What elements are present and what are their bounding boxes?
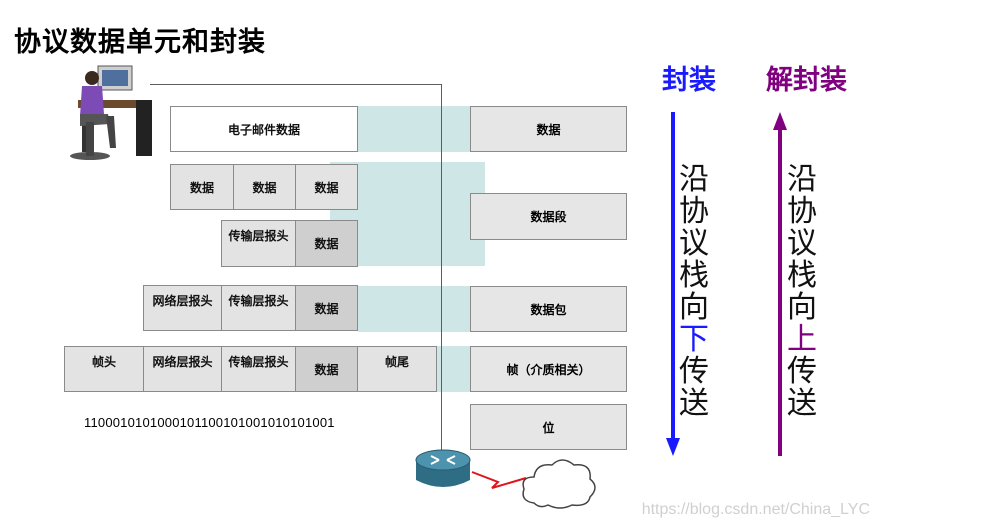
zigzag-link-icon: [471, 471, 527, 489]
decapsulation-vertical-text: 沿协议栈向上传送: [784, 164, 820, 420]
user-computer-icon: [70, 65, 152, 160]
watermark: https://blog.csdn.net/China_LYC: [641, 501, 870, 518]
data-box: 数据: [170, 164, 234, 210]
transport-header-box: 传输层报头: [221, 285, 296, 331]
vertical-char: 沿: [787, 162, 817, 197]
pdu-data-box: 数据: [470, 106, 627, 152]
transport-header-box: 传输层报头: [221, 346, 296, 392]
pdu-segment-box: 数据段: [470, 193, 627, 240]
cloud-icon: [522, 459, 596, 509]
data-box: 数据: [295, 346, 358, 392]
frame-trailer-box: 帧尾: [357, 346, 437, 392]
email-data-box: 电子邮件数据: [170, 106, 358, 152]
vertical-char: 送: [679, 386, 709, 421]
data-box: 数据: [295, 285, 358, 331]
connector-band-data: [358, 106, 470, 152]
encapsulation-vertical-text: 沿协议栈向下传送: [676, 164, 712, 420]
decapsulation-heading: 解封装: [766, 65, 847, 96]
vertical-char: 协: [787, 194, 817, 229]
vertical-char: 向: [679, 290, 709, 325]
network-line-horizontal: [150, 84, 442, 85]
router-icon: [415, 449, 471, 487]
bit-stream: 1100010101000101100101001010101001: [84, 415, 335, 430]
vertical-char: 向: [787, 290, 817, 325]
vertical-char: 协: [679, 194, 709, 229]
encapsulation-heading: 封装: [662, 65, 716, 96]
data-box: 数据: [233, 164, 296, 210]
vertical-char: 栈: [679, 258, 709, 293]
up-arrow-icon: [773, 112, 787, 456]
data-box: 数据: [295, 164, 358, 210]
down-arrow-icon: [666, 112, 680, 456]
vertical-char: 议: [787, 226, 817, 261]
vertical-char: 栈: [787, 258, 817, 293]
transport-header-box: 传输层报头: [221, 220, 296, 267]
pdu-packet-box: 数据包: [470, 286, 627, 332]
frame-header-box: 帧头: [64, 346, 144, 392]
page-title: 协议数据单元和封装: [14, 27, 266, 58]
vertical-char: 传: [679, 354, 709, 389]
connector-band-packet: [358, 286, 470, 332]
network-line-vertical: [441, 84, 442, 464]
network-header-box: 网络层报头: [143, 346, 222, 392]
vertical-char: 送: [787, 386, 817, 421]
vertical-char: 议: [679, 226, 709, 261]
network-header-box: 网络层报头: [143, 285, 222, 331]
vertical-char: 传: [787, 354, 817, 389]
vertical-char: 上: [787, 322, 817, 357]
data-box: 数据: [295, 220, 358, 267]
pdu-bit-box: 位: [470, 404, 627, 450]
vertical-char: 下: [679, 322, 709, 357]
vertical-char: 沿: [679, 162, 709, 197]
pdu-frame-box: 帧（介质相关）: [470, 346, 627, 392]
